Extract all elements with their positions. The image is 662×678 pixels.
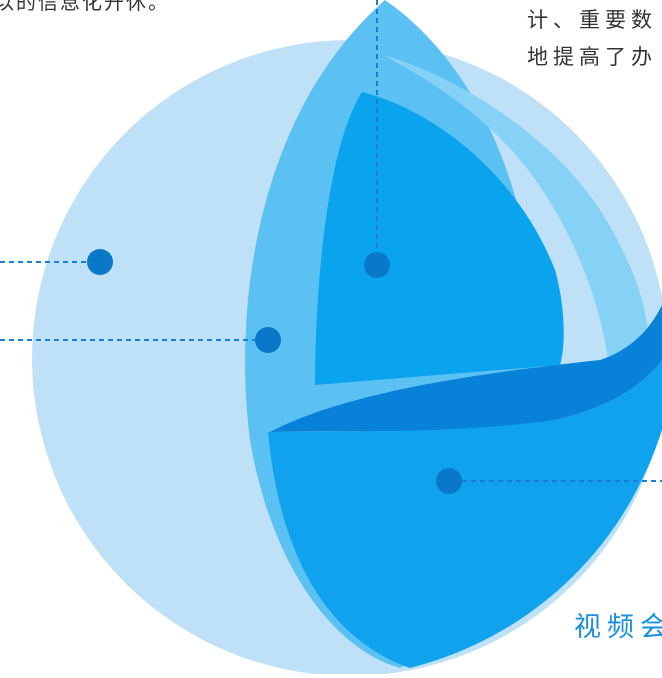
bottom-heading-fragment: 视频会 — [574, 612, 662, 643]
marker-dot-core — [364, 252, 390, 278]
right-text-fragment-1: 计、重要数 — [527, 8, 657, 32]
marker-dot-lower — [436, 468, 462, 494]
marker-dot-shell — [255, 327, 281, 353]
right-text-fragment-2: 地提高了办 — [527, 45, 657, 69]
top-left-text-fragment: 以的信息化开休。 — [0, 0, 170, 14]
inner-rim — [383, 55, 649, 360]
lower-wedge — [268, 360, 662, 668]
cut-band — [270, 305, 662, 432]
marker-dot-outer — [87, 249, 113, 275]
